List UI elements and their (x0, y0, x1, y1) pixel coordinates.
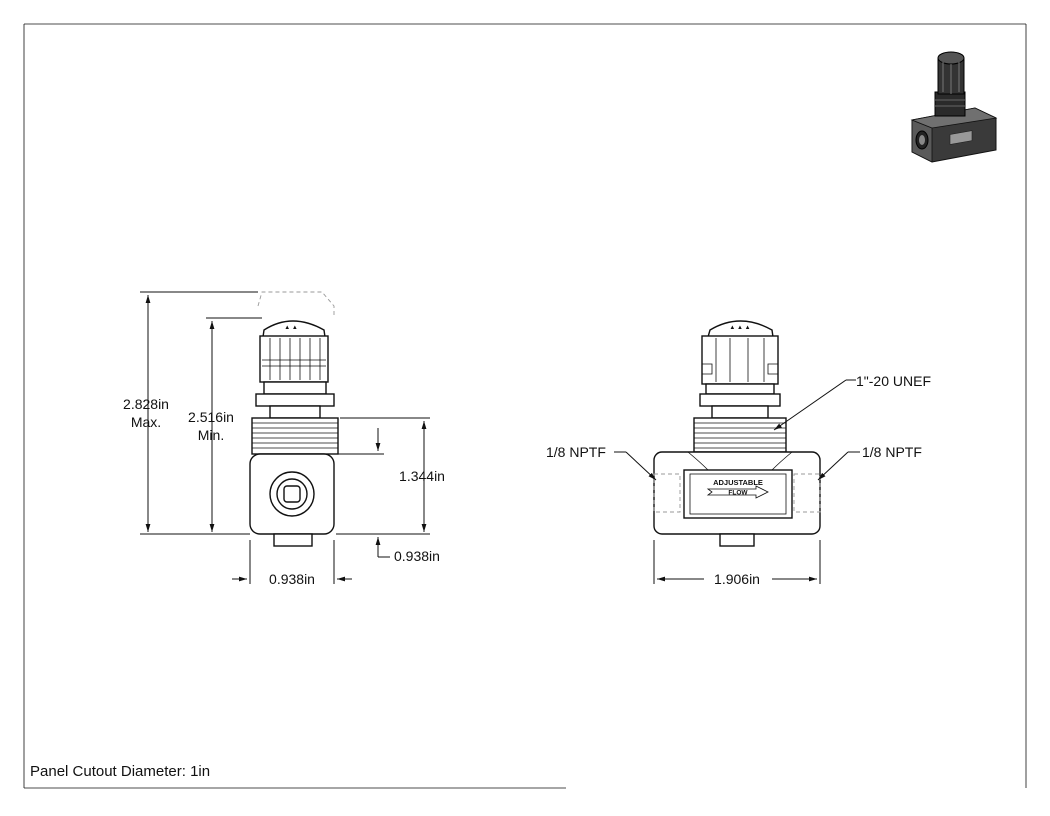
callout-port-left: 1/8 NPTF (546, 444, 606, 460)
callout-thread: 1"-20 UNEF (856, 373, 931, 389)
svg-text:▲ ▲ ▲: ▲ ▲ ▲ (729, 325, 750, 331)
sheet-border (23, 23, 1027, 789)
thread-lines (252, 422, 338, 449)
front-view: ▲ ▲ ▲ ADJUSTABLE FLOW 1"-20 UNEF 1/8 NPT… (546, 320, 931, 587)
flow-arrow-icon (706, 485, 769, 499)
dim-body-length: 1.906in (714, 571, 760, 587)
callout-port-right: 1/8 NPTF (862, 444, 922, 460)
knob-body-front (701, 335, 779, 385)
knob-collar (263, 381, 327, 395)
dim-body-height: 1.344in (399, 468, 445, 484)
lock-nut (255, 393, 335, 407)
dim-overall-max-label: Max. (131, 414, 161, 430)
svg-text:▲ ▲: ▲ ▲ (284, 325, 298, 331)
dim-body-width: 0.938in (269, 571, 315, 587)
panel-cutout-note: Panel Cutout Diameter: 1in (30, 763, 210, 780)
knob-ribs (262, 338, 326, 380)
stem (269, 405, 321, 419)
dim-knob-min-label: Min. (198, 427, 224, 443)
port-hidden-left (653, 473, 681, 513)
port-hex (283, 485, 301, 503)
label-adjustable: ADJUSTABLE (713, 478, 763, 487)
side-view: ▲ ▲ 2.828in Max. 2.516in Min. 1 (123, 291, 445, 587)
bottom-boss (273, 533, 313, 547)
isometric-preview (910, 51, 998, 163)
dim-knob-min: 2.516in (188, 409, 234, 425)
bottom-boss-front (719, 533, 755, 547)
dim-overall-max: 2.828in (123, 396, 169, 412)
dim-port-offset: 0.938in (394, 548, 440, 564)
label-flow: FLOW (728, 490, 748, 497)
lock-nut-front (699, 393, 781, 407)
port-hidden-right (793, 473, 821, 513)
knob-ribs-front (702, 338, 778, 382)
knob-max-phantom (257, 291, 335, 318)
label-plate (683, 469, 793, 519)
